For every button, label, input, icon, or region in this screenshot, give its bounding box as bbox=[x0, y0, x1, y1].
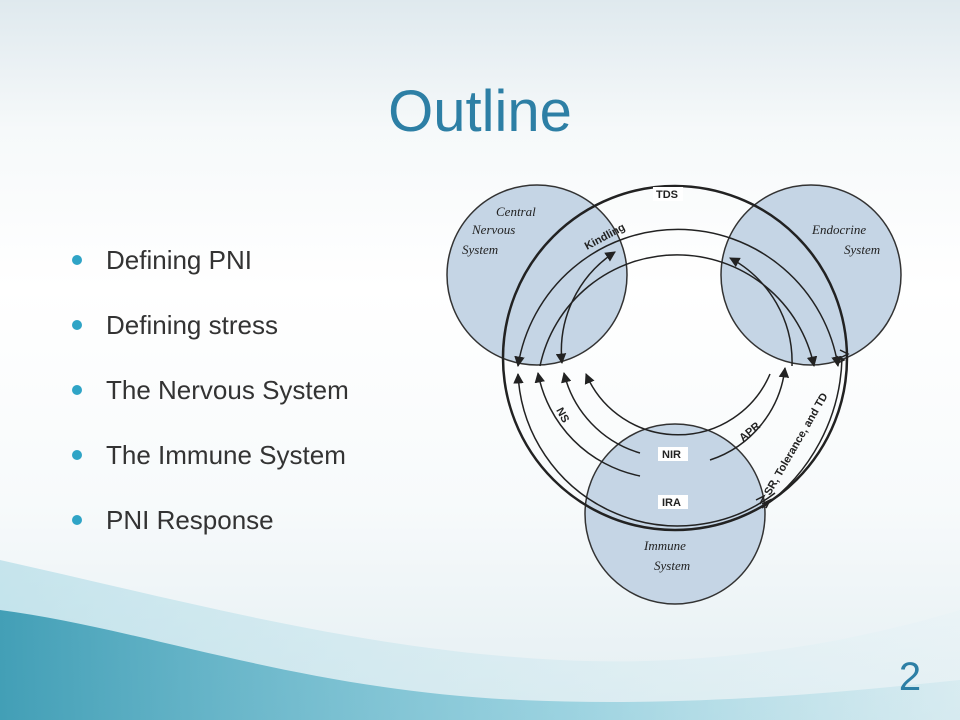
kindling-arrow bbox=[555, 251, 616, 365]
list-item: Defining stress bbox=[72, 305, 349, 370]
outline-list: Defining PNI Defining stress The Nervous… bbox=[72, 240, 349, 565]
cns-label-line3: System bbox=[462, 242, 498, 257]
immune-label-line1: Immune bbox=[643, 538, 686, 553]
cns-circle bbox=[446, 184, 628, 366]
list-item: The Immune System bbox=[72, 435, 349, 500]
bullet-text: The Nervous System bbox=[106, 375, 349, 405]
tds-arrow bbox=[514, 228, 842, 368]
cns-label-line1: Central bbox=[496, 204, 536, 219]
nir-label-bg bbox=[658, 447, 688, 461]
bullet-text: PNI Response bbox=[106, 505, 274, 535]
endocrine-return-arrow bbox=[729, 257, 793, 367]
bullet-dot-icon bbox=[72, 450, 82, 460]
bullet-dot-icon bbox=[72, 515, 82, 525]
apr-arrow bbox=[709, 366, 790, 461]
bullet-dot-icon bbox=[72, 320, 82, 330]
ns-label: NS bbox=[553, 406, 571, 425]
cns-immune-arrow bbox=[561, 371, 641, 454]
list-item: PNI Response bbox=[72, 500, 349, 565]
endocrine-label-line2: System bbox=[844, 242, 880, 257]
bullet-text: Defining stress bbox=[106, 310, 278, 340]
nir-arrow bbox=[584, 373, 771, 436]
ns-arrow bbox=[534, 371, 641, 477]
immune-circle bbox=[584, 423, 766, 605]
ira-arrow bbox=[513, 372, 776, 527]
slide-number: 2 bbox=[898, 655, 922, 699]
list-item: Defining PNI bbox=[72, 240, 349, 305]
bullet-text: Defining PNI bbox=[106, 245, 252, 275]
endocrine-label-line1: Endocrine bbox=[811, 222, 866, 237]
outer-ring bbox=[501, 184, 849, 532]
sr-chevrons-icon bbox=[755, 349, 850, 509]
immune-label-line2: System bbox=[654, 558, 690, 573]
bullet-dot-icon bbox=[72, 255, 82, 265]
cns-label-line2: Nervous bbox=[471, 222, 515, 237]
tds-label: TDS bbox=[656, 189, 678, 201]
tds-label-bg bbox=[653, 187, 683, 201]
list-item: The Nervous System bbox=[72, 370, 349, 435]
sr-arrow bbox=[761, 357, 843, 509]
slide-title: Outline bbox=[388, 79, 572, 144]
ira-label-bg bbox=[658, 495, 688, 509]
bullet-text: The Immune System bbox=[106, 440, 346, 470]
apr-label: APR bbox=[737, 420, 763, 444]
ira-label: IRA bbox=[662, 497, 681, 509]
bullet-dot-icon bbox=[72, 385, 82, 395]
nir-label: NIR bbox=[662, 449, 681, 461]
pni-diagram: Central Nervous System Endocrine System … bbox=[446, 184, 902, 605]
